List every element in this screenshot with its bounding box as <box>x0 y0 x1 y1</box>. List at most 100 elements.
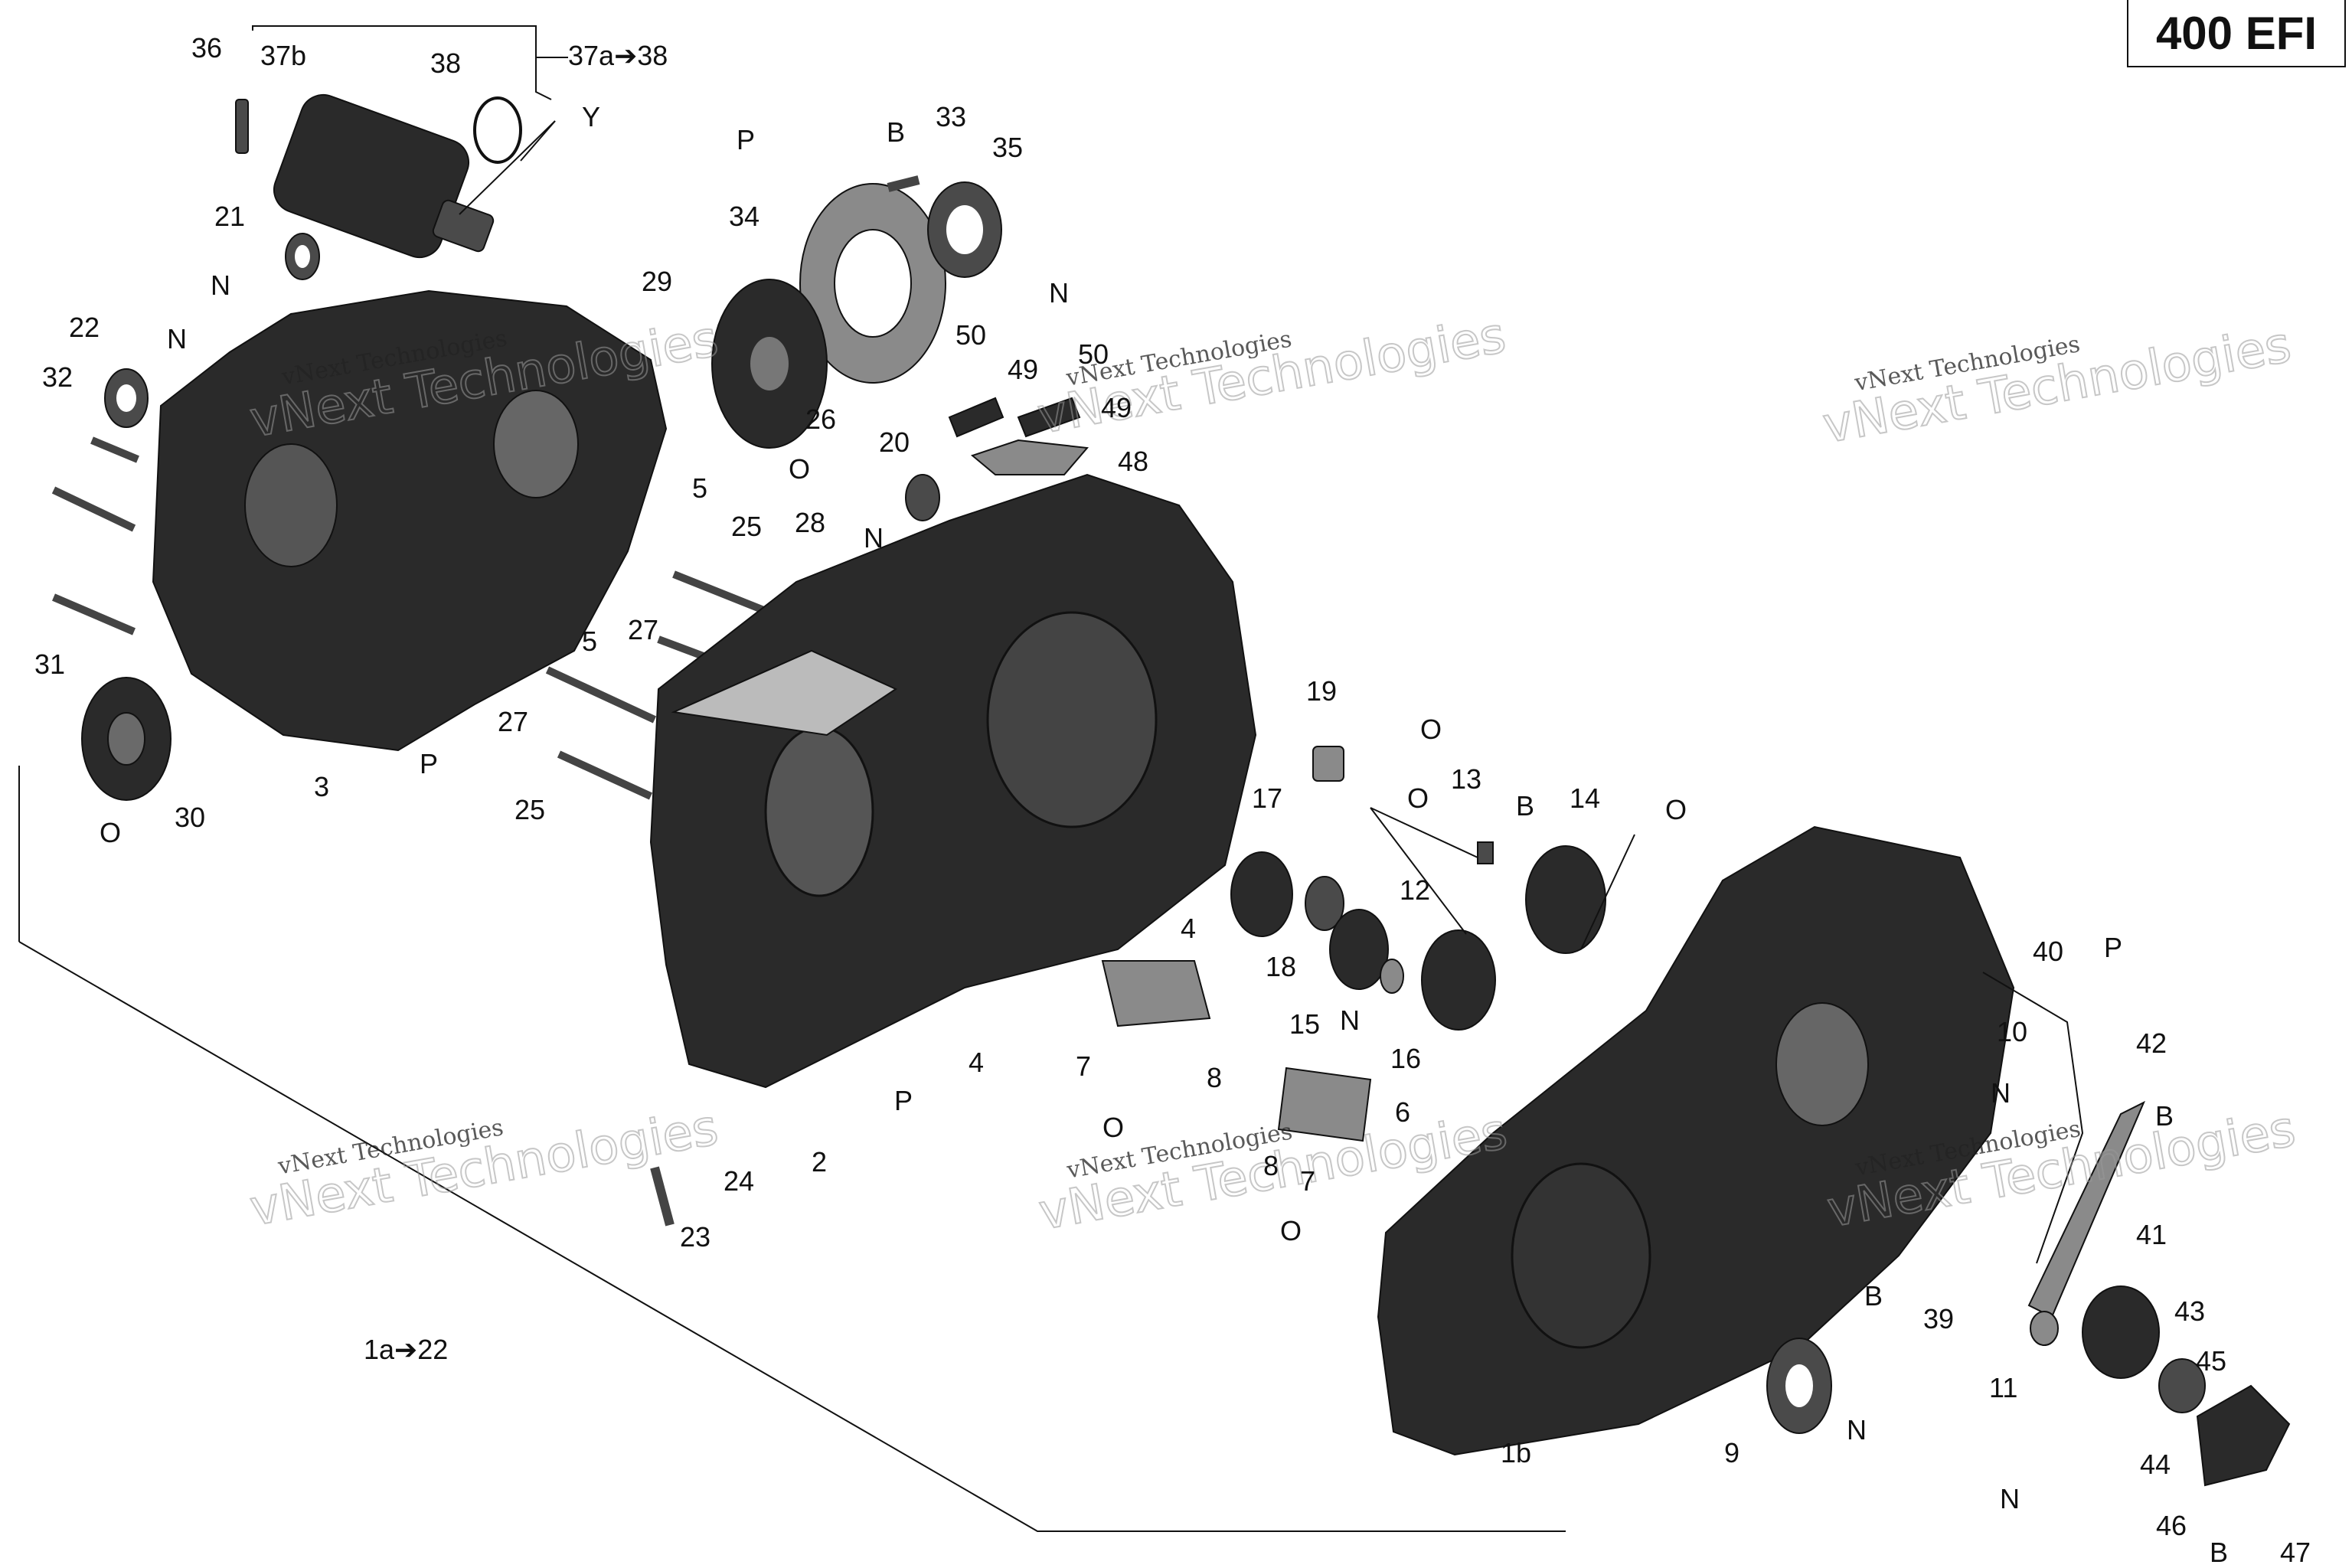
seal-20 <box>905 474 940 521</box>
callout-label: O <box>789 453 810 485</box>
callout-label: 22 <box>69 312 100 343</box>
callout-label: 1b <box>1501 1437 1531 1468</box>
callout-label: Y <box>582 101 600 132</box>
callout-label: 3 <box>314 771 329 802</box>
callout-label: B <box>2210 1537 2228 1568</box>
bearing-30 <box>81 677 172 801</box>
callout-label: 7 <box>1076 1050 1091 1082</box>
callout-label: 5 <box>692 472 707 504</box>
callout-label: N <box>2000 1483 2020 1514</box>
callout-label: N <box>1049 277 1069 309</box>
callout-label: N <box>211 270 230 301</box>
callout-label: 28 <box>795 507 825 538</box>
callout-label: O <box>1407 782 1429 814</box>
callout-label: 37a➔38 <box>568 40 668 71</box>
callout-label: 50 <box>956 319 986 351</box>
callout-label: 37b <box>260 40 306 71</box>
seal-9 <box>1766 1338 1832 1434</box>
callout-label: 25 <box>514 794 545 825</box>
model-badge-text: 400 EFI <box>2155 7 2318 59</box>
cover-46 <box>2196 1384 2291 1487</box>
bolts-31-32 <box>51 436 139 635</box>
callout-label: 43 <box>2174 1295 2205 1327</box>
callout-label: 49 <box>1101 392 1132 423</box>
callout-label: 41 <box>2136 1219 2167 1250</box>
callout-label: 48 <box>1118 446 1148 477</box>
callout-label: 30 <box>175 802 205 833</box>
callout-label: 44 <box>2140 1449 2171 1480</box>
bushings-7-8 <box>1101 960 1372 1142</box>
callout-label: P <box>420 748 438 779</box>
callout-label: 19 <box>1306 675 1337 707</box>
callout-label: B <box>2155 1100 2174 1132</box>
callout-label: B <box>887 116 905 148</box>
callout-label: 8 <box>1263 1150 1279 1181</box>
callout-label: N <box>1991 1077 2011 1109</box>
seal-22 <box>104 368 149 428</box>
callout-label: 16 <box>1390 1043 1421 1074</box>
callout-label: P <box>894 1085 913 1116</box>
callout-label: 7 <box>1300 1165 1315 1197</box>
callout-label: 10 <box>1997 1016 2027 1047</box>
callout-label: 31 <box>34 648 65 680</box>
callout-label: 17 <box>1252 782 1282 814</box>
callout-label: 21 <box>214 201 245 232</box>
callout-label: O <box>1665 794 1687 825</box>
watermark-4: vNext Technologies vNext Technologies <box>245 1099 723 1238</box>
callout-label: B <box>1516 790 1534 822</box>
callout-label: 2 <box>812 1146 827 1178</box>
leader-lines <box>18 25 1635 1532</box>
callout-label: 42 <box>2136 1027 2167 1059</box>
callout-label: 36 <box>191 32 222 64</box>
callout-label: 12 <box>1400 874 1430 906</box>
callout-label: 32 <box>42 361 73 393</box>
callout-label: P <box>2104 932 2122 963</box>
crankcase-cover-3 <box>152 289 668 752</box>
model-badge: 400 EFI <box>2127 0 2346 67</box>
callout-label: N <box>864 522 884 554</box>
callout-label: 38 <box>430 47 461 79</box>
callout-label: 45 <box>2196 1345 2226 1377</box>
callout-label: 50 <box>1078 338 1109 370</box>
callout-label: 5 <box>582 626 597 657</box>
brackets-48-49-50 <box>948 397 1089 475</box>
callout-label: 11 <box>1989 1372 2017 1403</box>
callout-label: B <box>1864 1280 1883 1312</box>
callout-label: 40 <box>2033 936 2063 967</box>
watermark-3: vNext Technologies vNext Technologies <box>1818 316 2296 456</box>
callout-label: 35 <box>992 132 1023 163</box>
callout-label: 29 <box>642 266 672 297</box>
crankcase-2 <box>649 473 1257 1089</box>
bolt-23 <box>650 1166 675 1227</box>
callout-label: 27 <box>628 614 658 645</box>
callout-label: 6 <box>1395 1096 1410 1128</box>
callout-label: 4 <box>969 1047 984 1078</box>
callout-label: 9 <box>1724 1437 1740 1468</box>
callout-label: 26 <box>805 403 836 435</box>
callout-label: 8 <box>1207 1062 1222 1093</box>
svg-text:vNext Technologies: vNext Technologies <box>1034 307 1510 445</box>
callout-label: 15 <box>1289 1008 1320 1040</box>
bolt-36 <box>235 99 249 154</box>
bolt-33 <box>887 175 920 192</box>
bearings-12-19 <box>1230 746 1606 1031</box>
callout-label: 46 <box>2156 1510 2187 1541</box>
callout-label: 34 <box>729 201 760 232</box>
seal-21 <box>285 233 320 280</box>
starter-motor-37b <box>273 93 495 259</box>
crankcase-1b <box>1377 825 2015 1456</box>
callout-label: 18 <box>1266 951 1296 982</box>
callout-label: 27 <box>498 706 528 737</box>
callout-label: N <box>1847 1414 1867 1446</box>
cover-34 <box>799 183 946 384</box>
callout-label: N <box>167 323 187 354</box>
callout-label: 47 <box>2280 1537 2311 1568</box>
callout-label: N <box>1340 1004 1360 1036</box>
callout-label: 33 <box>936 101 966 132</box>
o-ring-38 <box>473 96 522 164</box>
callout-label: 24 <box>724 1165 754 1197</box>
rotor-29 <box>711 279 828 449</box>
callout-label: 13 <box>1451 763 1481 795</box>
